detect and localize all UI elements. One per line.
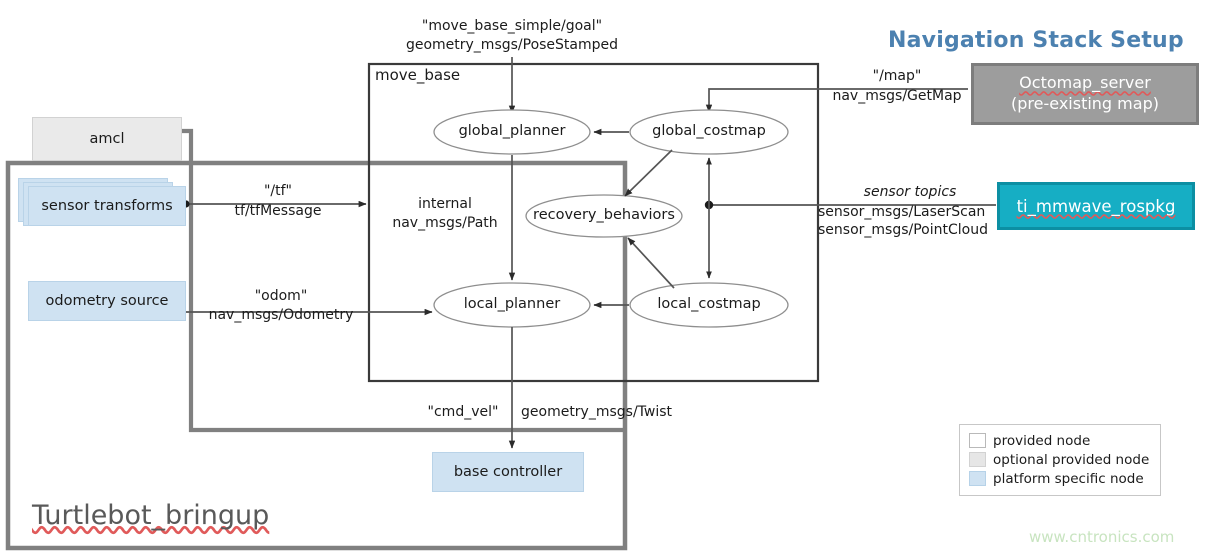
legend-label-platform-specific-node: platform specific node (993, 470, 1144, 487)
node-ti-mmwave-rospkg-label: ti_mmwave_rospkg (1016, 196, 1176, 216)
amcl-bus-line (182, 128, 625, 433)
legend-swatch-optional-provided-node (969, 452, 986, 467)
watermark: www.cntronics.com (1029, 528, 1175, 546)
edge-label-tf-type: tf/tfMessage (234, 203, 322, 219)
move-base-container (367, 62, 820, 383)
edge-label-cmdvel-type: geometry_msgs/Twist (521, 404, 673, 420)
edge-label-tf-topic: "/tf" (263, 183, 292, 199)
localcostmap-to-recovery (627, 237, 675, 289)
node-global-planner-label: global_planner (458, 123, 566, 139)
node-local-costmap-label: local_costmap (657, 296, 761, 312)
legend-item-optional-provided-node: optional provided node (969, 450, 1151, 469)
node-sensor-transforms-label: sensor transforms (41, 198, 173, 214)
node-ti-mmwave-rospkg[interactable]: ti_mmwave_rospkg (997, 182, 1195, 230)
move-base-container-label: move_base (375, 66, 461, 84)
edge-label-sensor-topic: sensor topics (863, 184, 957, 200)
node-octomap-server-label-line2: (pre-existing map) (1011, 94, 1159, 113)
node-amcl[interactable]: amcl (32, 117, 182, 161)
node-base-controller[interactable]: base controller (432, 452, 584, 492)
node-sensor-transforms[interactable]: sensor transforms (28, 186, 186, 226)
legend-swatch-provided-node (969, 433, 986, 448)
edge-label-odom-type: nav_msgs/Odometry (208, 307, 354, 323)
node-octomap-server[interactable]: Octomap_server (pre-existing map) (971, 63, 1199, 125)
legend: provided node optional provided node pla… (959, 424, 1161, 496)
legend-label-optional-provided-node: optional provided node (993, 451, 1150, 468)
legend-item-platform-specific-node: platform specific node (969, 469, 1151, 488)
node-recovery-behaviors-label: recovery_behaviors (533, 207, 675, 223)
edge-label-map-type: nav_msgs/GetMap (832, 88, 962, 104)
global-planner-node (433, 109, 591, 155)
node-amcl-label: amcl (89, 131, 125, 147)
node-octomap-server-label-line1: Octomap_server (1019, 73, 1151, 93)
edge-label-cmdvel-topic: "cmd_vel" (427, 404, 499, 420)
legend-label-provided-node: provided node (993, 432, 1091, 449)
globalcostmap-to-recovery (624, 149, 673, 197)
legend-swatch-platform-specific-node (969, 471, 986, 486)
node-base-controller-label: base controller (453, 464, 563, 480)
edge-label-sensor-type-pointcloud: sensor_msgs/PointCloud (818, 222, 988, 238)
map-edge (705, 88, 968, 113)
edge-label-goal-type: geometry_msgs/PoseStamped (405, 37, 619, 53)
page-title: Navigation Stack Setup (888, 28, 1184, 53)
node-local-planner-label: local_planner (463, 296, 561, 312)
legend-item-provided-node: provided node (969, 431, 1151, 450)
recovery-behaviors-node (525, 194, 683, 238)
edge-label-goal-topic: "move_base_simple/goal" (421, 18, 603, 34)
edge-label-map-topic: "/map" (872, 68, 922, 84)
edge-label-internal-type: nav_msgs/Path (392, 215, 498, 231)
node-global-costmap-label: global_costmap (652, 123, 766, 139)
edge-label-sensor-type-laserscan: sensor_msgs/LaserScan (818, 204, 986, 220)
turtlebot-bringup-label: Turtlebot_bringup (32, 500, 270, 531)
local-costmap-node (629, 282, 789, 328)
edge-label-internal-topic: internal (418, 196, 472, 212)
global-costmap-node (629, 109, 789, 155)
edge-label-odom-topic: "odom" (254, 288, 308, 304)
node-odometry-source[interactable]: odometry source (28, 281, 186, 321)
node-odometry-source-label: odometry source (45, 293, 169, 309)
turtlebot-bringup-container (5, 160, 628, 551)
